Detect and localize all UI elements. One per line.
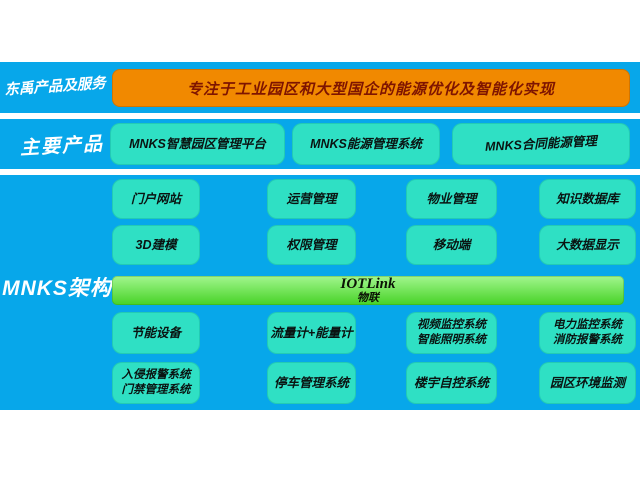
band-architecture: MNKS架构 门户网站 运营管理 物业管理 知识数据库 3D建模 权限管理 移动… — [0, 175, 640, 410]
arch-box-label: 停车管理系统 — [273, 375, 349, 390]
band1-side-label: 东禹产品及服务 — [3, 75, 107, 99]
product-label: MNKS智慧园区管理平台 — [129, 136, 266, 151]
product-smart-park-platform: MNKS智慧园区管理平台 — [110, 123, 285, 165]
iotlink-subtitle: 物联 — [357, 292, 379, 305]
arch-box-intrusion-access-control: 入侵报警系统 门禁管理系统 — [112, 362, 200, 404]
band3-side-label: MNKS架构 — [2, 277, 112, 300]
arch-box-label: 入侵报警系统 — [121, 369, 191, 382]
arch-box-knowledge-database: 知识数据库 — [539, 179, 636, 219]
arch-box-power-monitoring-fire-alarm: 电力监控系统 消防报警系统 — [539, 312, 636, 354]
arch-box-label: 运营管理 — [286, 191, 337, 206]
arch-box-parking-mgmt-system: 停车管理系统 — [267, 362, 356, 404]
arch-box-label: 门户网站 — [130, 191, 181, 206]
band-main-products: 主要产品 MNKS智慧园区管理平台 MNKS能源管理系统 MNKS合同能源管理 — [0, 119, 640, 169]
band2-side-label: 主要产品 — [19, 133, 105, 160]
arch-box-label: 移动端 — [432, 237, 471, 252]
arch-box-operations-mgmt: 运营管理 — [267, 179, 356, 219]
product-energy-mgmt-system: MNKS能源管理系统 — [292, 123, 440, 165]
arch-box-label: 电力监控系统 — [553, 319, 622, 332]
iotlink-title: IOTLink — [340, 275, 396, 292]
band-products-services: 东禹产品及服务 专注于工业园区和大型国企的能源优化及智能化实现 — [0, 62, 640, 113]
arch-box-label: 视频监控系统 — [417, 319, 486, 332]
product-label: MNKS合同能源管理 — [484, 133, 598, 154]
arch-box-video-surveillance-lighting: 视频监控系统 智能照明系统 — [406, 312, 497, 354]
arch-box-property-mgmt: 物业管理 — [406, 179, 497, 219]
arch-box-label: 智能照明系统 — [417, 334, 486, 346]
arch-box-big-data-display: 大数据显示 — [539, 225, 636, 265]
arch-box-label: 流量计+能量计 — [270, 325, 353, 340]
arch-box-permission-mgmt: 权限管理 — [267, 225, 356, 265]
arch-box-label: 园区环境监测 — [549, 375, 625, 390]
tagline-text: 专注于工业园区和大型国企的能源优化及智能化实现 — [186, 80, 555, 98]
arch-box-label: 楼宇自控系统 — [413, 375, 489, 390]
arch-box-label: 权限管理 — [286, 237, 337, 252]
arch-box-label: 节能设备 — [130, 325, 181, 340]
arch-box-building-automation-system: 楼宇自控系统 — [406, 362, 497, 404]
arch-box-label: 消防报警系统 — [553, 334, 622, 346]
arch-box-park-environment-monitoring: 园区环境监测 — [539, 362, 636, 404]
arch-box-label: 物业管理 — [426, 191, 477, 206]
arch-box-label: 大数据显示 — [556, 237, 619, 252]
arch-box-label: 3D建模 — [135, 237, 177, 252]
tagline-banner: 专注于工业园区和大型国企的能源优化及智能化实现 — [112, 69, 630, 107]
arch-box-3d-modeling: 3D建模 — [112, 225, 200, 265]
arch-box-energy-saving-equipment: 节能设备 — [112, 312, 200, 354]
arch-box-label: 门禁管理系统 — [121, 384, 191, 396]
iotlink-bar: IOTLink 物联 — [112, 276, 624, 305]
arch-box-label: 知识数据库 — [556, 191, 619, 206]
arch-box-mobile-client: 移动端 — [406, 225, 497, 265]
arch-box-flow-energy-meters: 流量计+能量计 — [267, 312, 356, 354]
product-label: MNKS能源管理系统 — [310, 136, 422, 151]
product-contract-energy-mgmt: MNKS合同能源管理 — [452, 123, 630, 165]
arch-box-portal-website: 门户网站 — [112, 179, 200, 219]
